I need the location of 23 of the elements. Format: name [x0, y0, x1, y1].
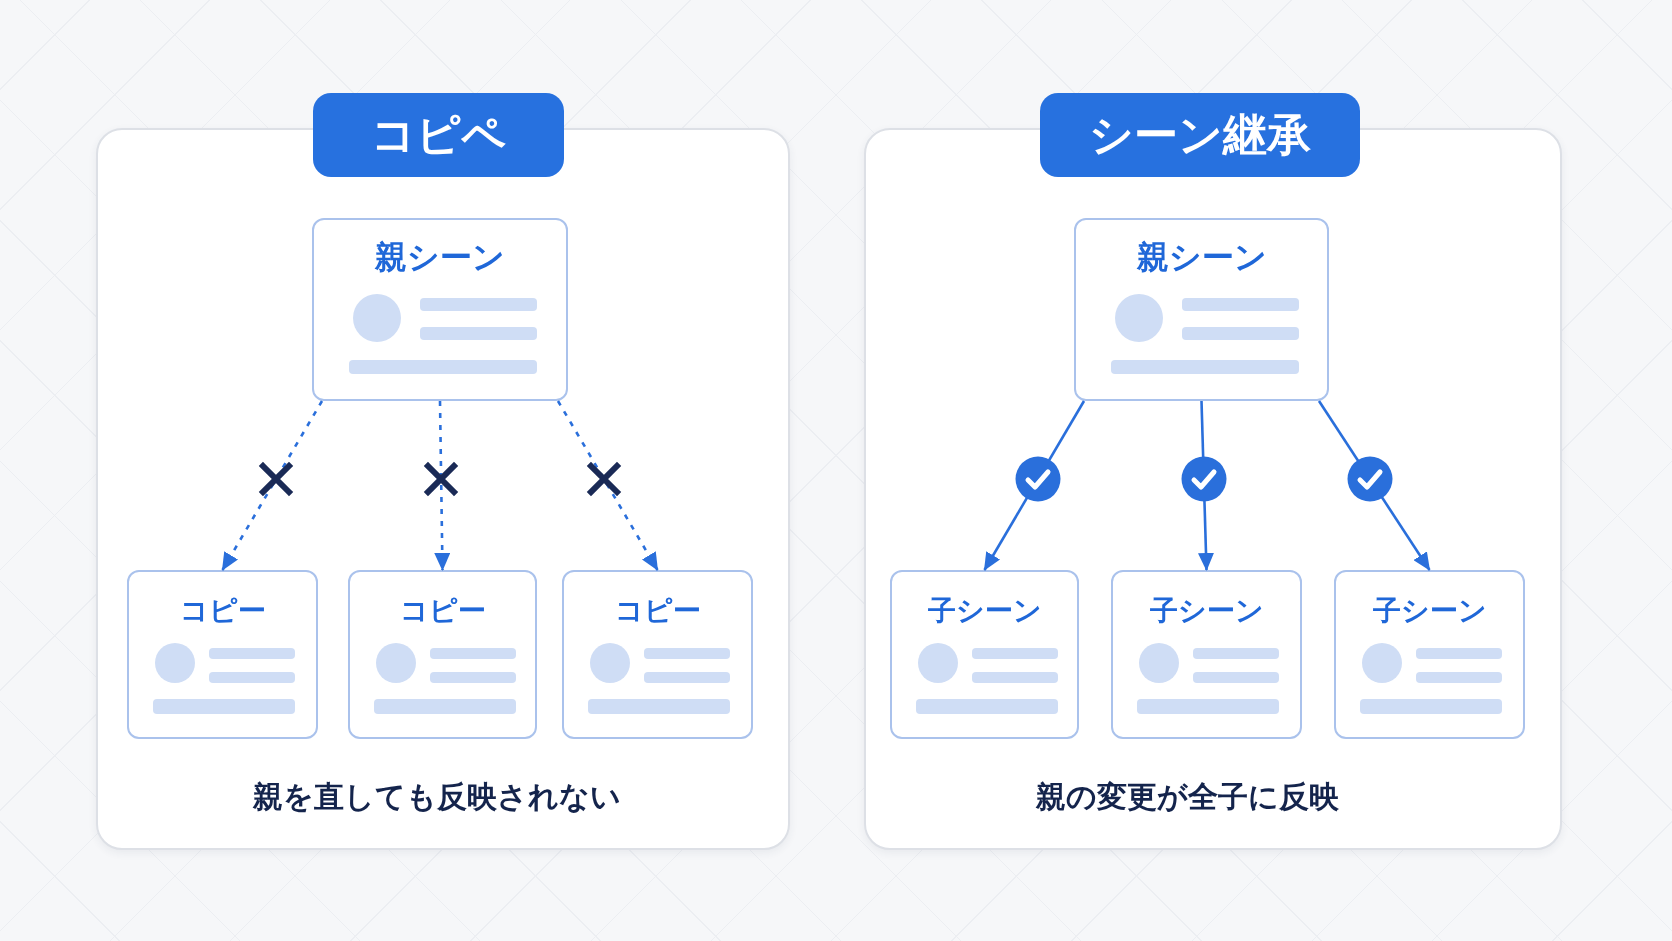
- card-title: コピー: [179, 594, 266, 628]
- scene-card: [1334, 570, 1525, 739]
- scene-card: [1111, 570, 1302, 739]
- title-tab: シーン継承: [1040, 93, 1360, 177]
- card-title: コピー: [614, 594, 701, 628]
- caption-text: 親の変更が全子に反映: [1035, 779, 1339, 815]
- caption-text: 親を直しても反映されない: [253, 779, 621, 815]
- dashed-arrow: [434, 401, 451, 571]
- dashed-arrow: [221, 400, 324, 571]
- card-title: 親シーン: [375, 238, 505, 277]
- title-tab: コピペ: [313, 93, 564, 177]
- scene-card: [127, 570, 318, 739]
- scene-card: [1074, 218, 1329, 401]
- card-title: コピー: [399, 594, 486, 628]
- card-title: 子シーン: [1149, 594, 1264, 628]
- card-title: 親シーン: [1136, 238, 1267, 277]
- card-title: 子シーン: [1372, 594, 1487, 628]
- scene-card: [562, 570, 753, 739]
- dashed-arrow: [556, 400, 659, 571]
- scene-card: [890, 570, 1079, 739]
- scene-card: [312, 218, 568, 401]
- scene-card: [348, 570, 537, 739]
- card-title: 子シーン: [927, 594, 1042, 628]
